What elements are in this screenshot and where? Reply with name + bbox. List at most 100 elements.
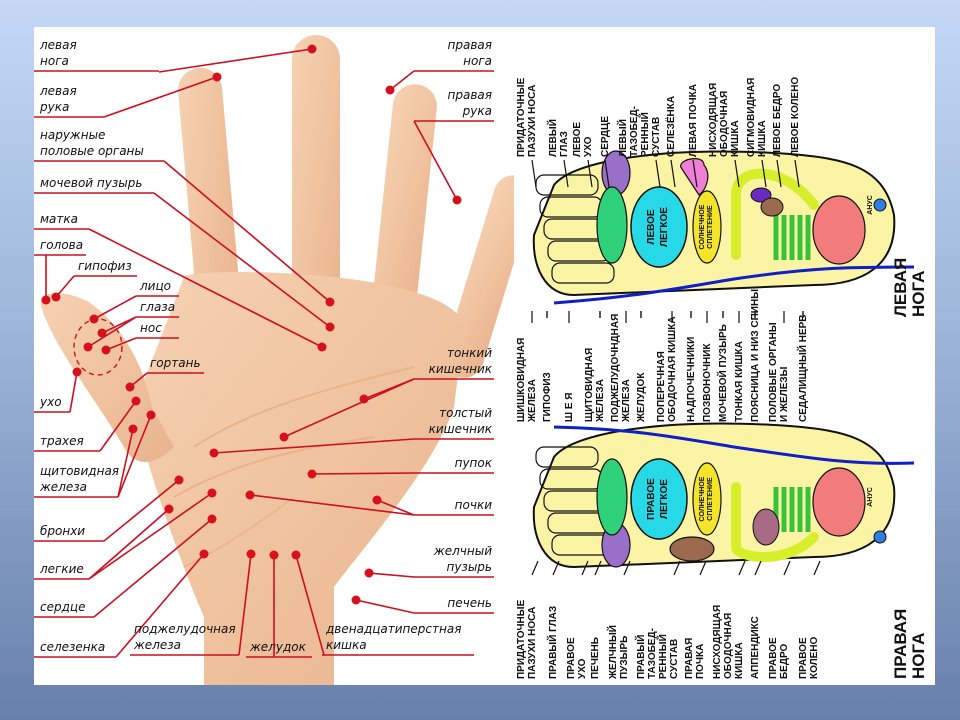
foot-bottom-label-line: ПРАВОЕ xyxy=(798,637,809,679)
foot-bottom-label-line: ПОЧКА xyxy=(695,644,706,679)
foot-middle-label-line: НАДПОЧЕЧНИКИ xyxy=(686,337,697,422)
hand-label-pancreas-line: железа xyxy=(133,638,181,652)
right-lung-label-line: ЛЕГКОЕ xyxy=(659,479,670,519)
foot-top-label: ЛЕВОЕ КОЛЕНО xyxy=(790,77,801,157)
reflex-point-spleen xyxy=(199,549,209,559)
foot-bottom-label: ПРАВАЯПОЧКА xyxy=(684,638,706,679)
foot-bottom-label: ЖЕЛЧНЫЙПУЗЫРЬ xyxy=(606,625,630,680)
right-anus-label-line: АНУС xyxy=(867,487,874,507)
reflex-point-lungs xyxy=(164,504,174,514)
foot-middle-label-line: ЖЕЛЕЗА xyxy=(595,379,606,423)
foot-bottom-label-line: ПРАВЫЙ ГЛАЗ xyxy=(546,606,559,679)
foot-top-leader xyxy=(794,159,800,188)
foot-middle-label-line: Ш Е Я xyxy=(564,393,575,422)
foot-top-label: ЛЕВЫЙТАЗОБЕД-РЕННЫЙСУСТАВ xyxy=(616,106,662,157)
foot-middle-label-line: ПОПЕРЕЧНАЯ xyxy=(656,351,667,422)
hand-label-left-leg-line: нога xyxy=(40,54,69,68)
leader-line xyxy=(88,508,170,580)
right-kidney xyxy=(752,508,780,546)
reflex-point-kidneys xyxy=(372,495,382,505)
leader-line xyxy=(105,337,137,351)
left-solar-plexus-label-line: СПЛЕТЕНИЕ xyxy=(707,205,714,249)
right-eye-zone xyxy=(596,458,628,536)
left-foot-title-line: НОГА xyxy=(909,271,928,317)
leader-line xyxy=(117,428,134,498)
left-solar-plexus xyxy=(692,190,722,264)
hand-label-navel-line: пупок xyxy=(455,456,493,470)
leader-line xyxy=(158,48,313,73)
foot-top-label: ЛЕВЫЙГЛАЗ xyxy=(546,119,570,157)
foot-middle-label: ЩИТОВИДНАЯЖЕЛЕЗА xyxy=(584,348,606,423)
hand-label-bronchi: бронхи xyxy=(40,524,85,538)
hand-label-bladder: мочевой пузырь xyxy=(40,176,142,190)
reflex-point-uterus xyxy=(317,342,327,352)
foot-bottom-leader xyxy=(783,560,791,576)
foot-bottom-leader xyxy=(623,560,631,576)
left-kidney xyxy=(760,197,784,217)
palm-crease xyxy=(193,366,415,448)
leader-line xyxy=(153,192,331,328)
thumb xyxy=(40,292,175,462)
leader-line xyxy=(238,553,252,656)
foot-middle-label: ПОЗВОНОЧНИК xyxy=(702,343,713,422)
foot-top-label-line: НИСХОДЯЩАЯ xyxy=(708,83,719,157)
foot-top-label: ЛЕВОЕУХО xyxy=(572,122,594,157)
reflex-point-pituitary xyxy=(51,292,61,302)
foot-top-leader xyxy=(761,159,767,188)
left-solar-plexus-label-line: СОЛНЕЧНОЕ xyxy=(699,204,706,249)
foot-middle-label: ГИПОФИЗ xyxy=(542,372,553,422)
leader-line xyxy=(311,472,415,475)
reflex-point-right-leg xyxy=(385,85,395,95)
foot-bottom-label: ПРИДАТОЧНЫЕПАЗУХИ НОСА xyxy=(516,599,538,679)
foot-bottom-label-line: УХО xyxy=(577,658,588,679)
reflex-point-duodenum xyxy=(291,550,301,560)
face-zone-circle xyxy=(73,318,123,376)
right-foot-title-line: НОГА xyxy=(909,633,928,679)
foot-bottom-label-line: БЕДРО xyxy=(779,643,790,679)
foot-middle-label-line: ПОЛОВЫЕ ОРГАНЫ xyxy=(768,322,779,422)
foot-middle-label: ШИШКОВИДНАЯЖЕЛЕЗА xyxy=(516,338,538,423)
reflex-point-left-arm xyxy=(212,72,222,82)
foot-top-label: ЛЕВОЕ БЕДРО xyxy=(772,84,783,157)
foot-bottom-label-line: КИШКА xyxy=(734,642,745,679)
leader-line xyxy=(295,554,325,656)
hand-label-heart: сердце xyxy=(40,600,85,614)
foot-bottom-leader xyxy=(581,560,589,576)
palm-crease xyxy=(183,496,295,568)
hand-shape xyxy=(40,35,514,685)
right-foot-title-line: ПРАВАЯ xyxy=(891,609,910,679)
hand-label-heart-line: сердце xyxy=(40,600,85,614)
hand-label-nose-line: нос xyxy=(140,321,162,335)
foot-top-label-line: ТАЗОБЕД- xyxy=(629,106,640,157)
hand-label-bronchi-line: бронхи xyxy=(40,524,85,538)
reflex-point-head xyxy=(41,295,51,305)
finger-3 xyxy=(371,84,437,334)
hand-label-bladder-line: мочевой пузырь xyxy=(40,176,142,190)
hand-label-duodenum-line: кишка xyxy=(326,638,367,652)
foot-top-leader xyxy=(670,159,676,188)
foot-middle-label: ЖЕЛУДОК xyxy=(636,372,647,423)
hand-label-external-genitals-line: половые органы xyxy=(40,144,144,158)
reflex-point-kidneys xyxy=(245,490,255,500)
right-foot-midline xyxy=(553,425,915,465)
foot-middle-label: Ш Е Я xyxy=(564,393,575,422)
foot-middle-label-line: ЩИТОВИДНАЯ xyxy=(584,348,595,422)
reflex-point-thyroid xyxy=(146,410,156,420)
foot-middle-label-line: ТОНКАЯ КИШКА xyxy=(734,341,745,422)
right-solar-plexus-label: СОЛНЕЧНОЕСПЛЕТЕНИЕ xyxy=(699,476,714,521)
right-solar-plexus xyxy=(692,462,722,536)
foot-middle-label-line: И ЖЕЛЕЗЫ xyxy=(779,366,790,422)
foot-top-label: СИГМОВИДНАЯКИШКА xyxy=(746,78,768,157)
finger-1 xyxy=(178,67,241,318)
foot-top-label-line: ГЛАЗ xyxy=(559,131,570,157)
finger-4 xyxy=(443,175,514,378)
foot-middle-label-line: ПОДЖЕЛУДОЧНДНАЯ xyxy=(610,314,621,422)
leader-line xyxy=(55,275,75,298)
